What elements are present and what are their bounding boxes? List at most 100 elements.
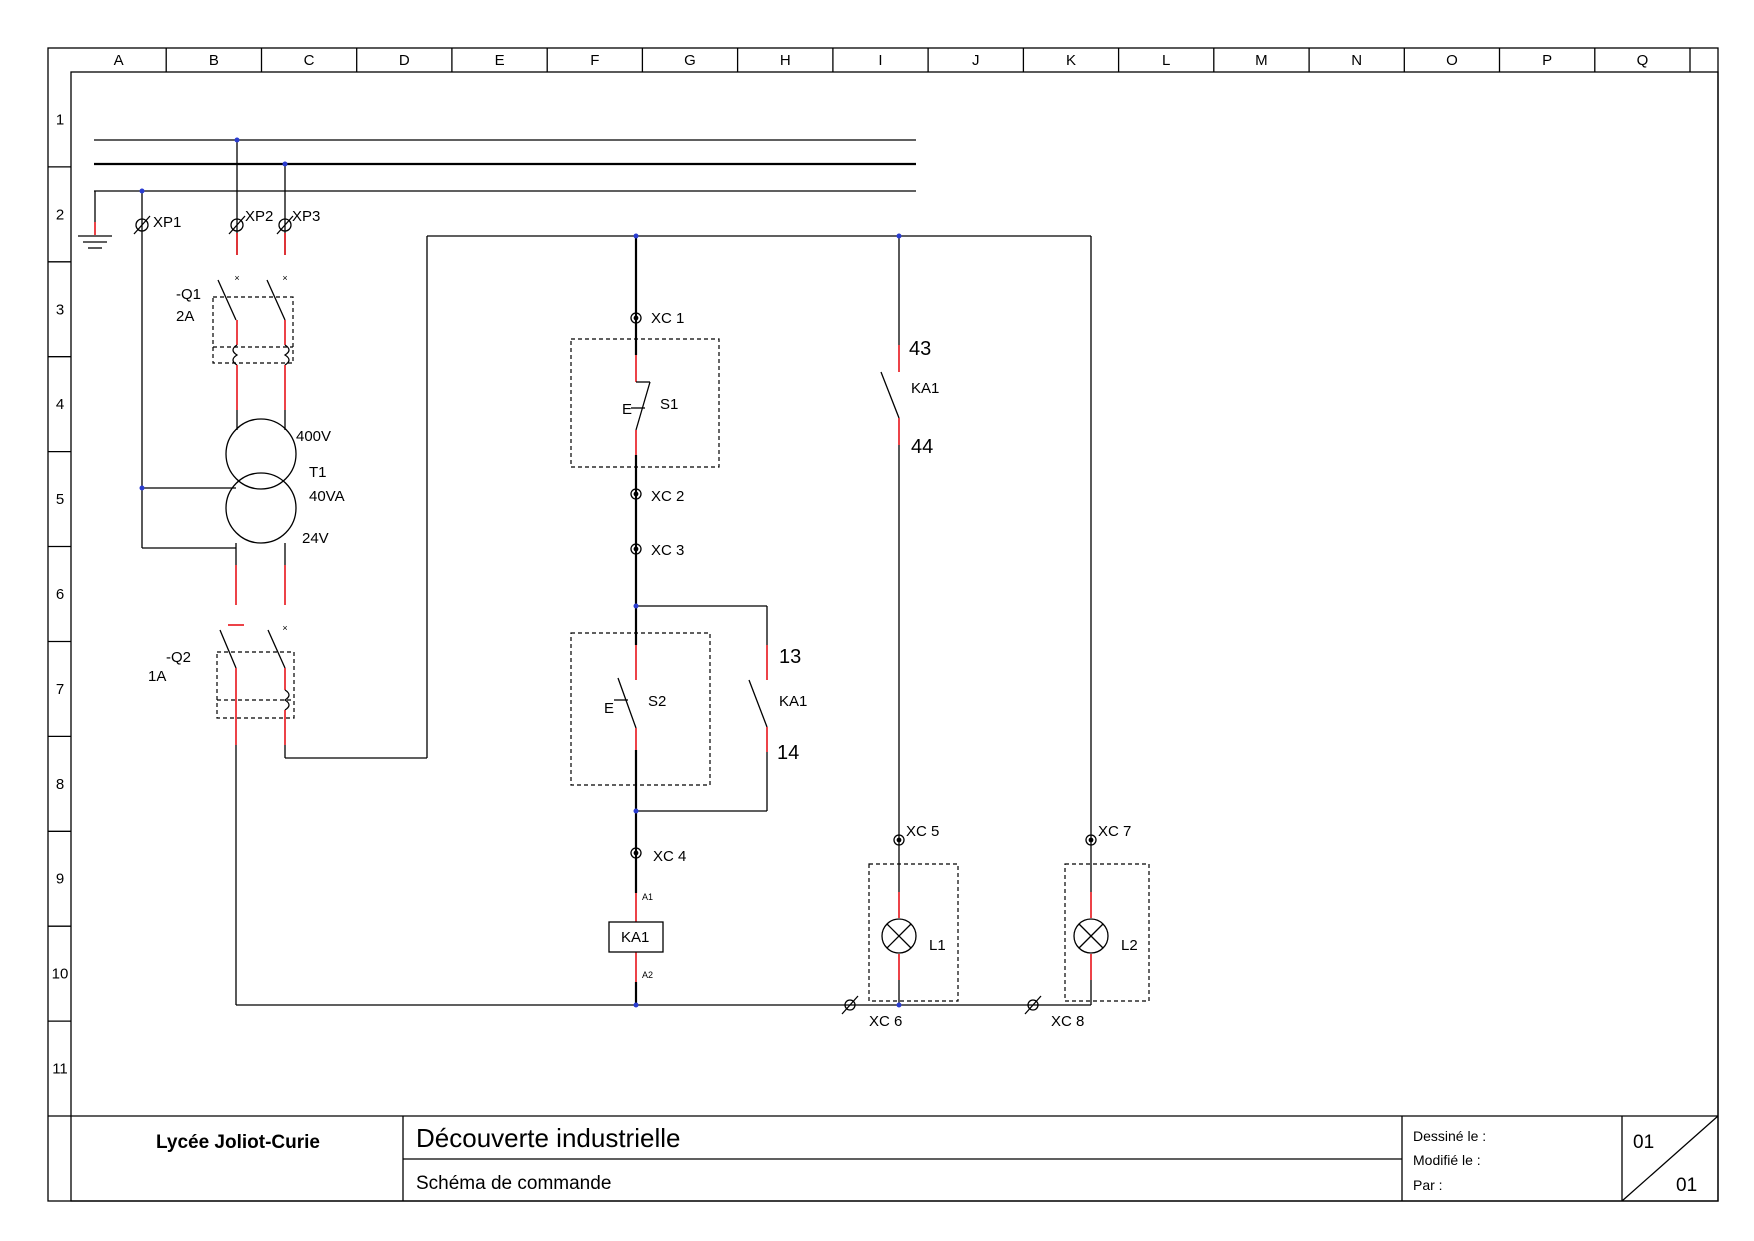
label-t1-power: 40VA <box>309 488 345 505</box>
column-label: B <box>209 52 219 69</box>
label-s1: S1 <box>660 396 678 413</box>
row-label: 5 <box>56 491 64 508</box>
l1-enclosure <box>868 863 959 1002</box>
power-wiring: × × × <box>141 140 1091 1006</box>
label-ka1-coil: KA1 <box>621 929 649 946</box>
earth-icon <box>78 191 112 249</box>
label-a1: A1 <box>642 892 653 902</box>
label-q1-rating: 2A <box>176 308 194 325</box>
row-label: 10 <box>52 966 69 983</box>
label-xp2: XP2 <box>245 208 273 225</box>
label-xc5: XC 5 <box>906 823 939 840</box>
row-label: 4 <box>56 396 64 413</box>
label-xc6: XC 6 <box>869 1013 902 1030</box>
column-label: F <box>590 52 599 69</box>
lamp-l2-icon <box>1073 918 1109 954</box>
column-label: I <box>878 52 882 69</box>
row-label: 8 <box>56 776 64 793</box>
column-label: C <box>304 52 315 69</box>
lamp-l1-branch <box>880 236 900 1005</box>
title-block <box>48 1115 1719 1202</box>
row-label: 1 <box>56 112 64 129</box>
label-xc3: XC 3 <box>651 542 684 559</box>
s2-pushbutton-mark: E <box>604 700 614 717</box>
column-label: P <box>1542 52 1552 69</box>
terminal-xc5-icon <box>893 834 905 846</box>
label-ka1-43: 43 <box>909 338 931 360</box>
column-label: H <box>780 52 791 69</box>
label-q1-name: -Q1 <box>176 286 201 303</box>
column-label: D <box>399 52 410 69</box>
ka1-coil-icon <box>608 921 664 953</box>
label-xc7: XC 7 <box>1098 823 1131 840</box>
column-label: O <box>1446 52 1458 69</box>
q1-enclosure <box>212 296 294 364</box>
drawing-title: Découverte industrielle <box>416 1123 680 1153</box>
label-s2: S2 <box>648 693 666 710</box>
label-ka1-contact-b: KA1 <box>911 380 939 397</box>
junction-nodes <box>139 137 902 1008</box>
label-l2: L2 <box>1121 937 1138 954</box>
label-xp3: XP3 <box>292 208 320 225</box>
column-label: K <box>1066 52 1076 69</box>
column-label: L <box>1162 52 1170 69</box>
terminal-xc4-icon <box>630 847 642 859</box>
control-branch <box>614 236 768 1005</box>
fuse-xp2-icon <box>228 215 246 235</box>
row-label: 11 <box>52 1061 68 1078</box>
supply-bus <box>94 139 916 192</box>
row-label: 3 <box>56 301 64 318</box>
label-ka1-contact-a: KA1 <box>779 693 807 710</box>
label-xc2: XC 2 <box>651 488 684 505</box>
row-label: 2 <box>56 206 64 223</box>
s2-enclosure <box>570 632 711 786</box>
row-label: 6 <box>56 586 64 603</box>
label-ka1-14: 14 <box>777 742 799 764</box>
terminal-xc3-icon <box>630 543 642 555</box>
sheet-frame <box>47 47 1719 1202</box>
svg-text:×: × <box>282 273 287 283</box>
author-label: Par : <box>1413 1177 1443 1193</box>
terminal-xc6-icon <box>841 995 859 1015</box>
row-label: 7 <box>56 681 64 698</box>
label-xc8: XC 8 <box>1051 1013 1084 1030</box>
label-q2-name: -Q2 <box>166 649 191 666</box>
lamp-l1-icon <box>881 918 917 954</box>
s1-enclosure <box>570 338 720 468</box>
q2-enclosure <box>216 651 295 719</box>
drawing-subtitle: Schéma de commande <box>416 1173 611 1194</box>
terminal-xc2-icon <box>630 488 642 500</box>
sheet-number: 01 <box>1633 1132 1654 1153</box>
label-xc4: XC 4 <box>653 848 686 865</box>
column-label: M <box>1255 52 1268 69</box>
label-l1: L1 <box>929 937 946 954</box>
label-ka1-13: 13 <box>779 646 801 668</box>
s1-pushbutton-mark: E <box>622 401 632 418</box>
terminal-xc7-icon <box>1085 834 1097 846</box>
label-ka1-44: 44 <box>911 436 933 458</box>
school-name: Lycée Joliot-Curie <box>156 1132 320 1153</box>
terminal-xc8-icon <box>1024 995 1042 1015</box>
label-t1-secondary: 24V <box>302 530 329 547</box>
column-label: Q <box>1637 52 1649 69</box>
fuse-xp3-icon <box>276 215 294 235</box>
svg-text:×: × <box>282 623 287 633</box>
label-a2: A2 <box>642 970 653 980</box>
label-xp1: XP1 <box>153 214 181 231</box>
label-t1-primary: 400V <box>296 428 331 445</box>
label-xc1: XC 1 <box>651 310 684 327</box>
column-label: J <box>972 52 980 69</box>
label-q2-rating: 1A <box>148 668 166 685</box>
drawn-date-label: Dessiné le : <box>1413 1128 1486 1144</box>
column-label: N <box>1351 52 1362 69</box>
total-sheets: 01 <box>1676 1175 1697 1196</box>
label-t1-name: T1 <box>309 464 327 481</box>
terminal-xc1-icon <box>630 312 642 324</box>
column-label: A <box>114 52 124 69</box>
row-label: 9 <box>56 871 64 888</box>
l2-enclosure <box>1064 863 1150 1002</box>
column-label: G <box>684 52 696 69</box>
fuse-xp1-icon <box>133 215 151 235</box>
